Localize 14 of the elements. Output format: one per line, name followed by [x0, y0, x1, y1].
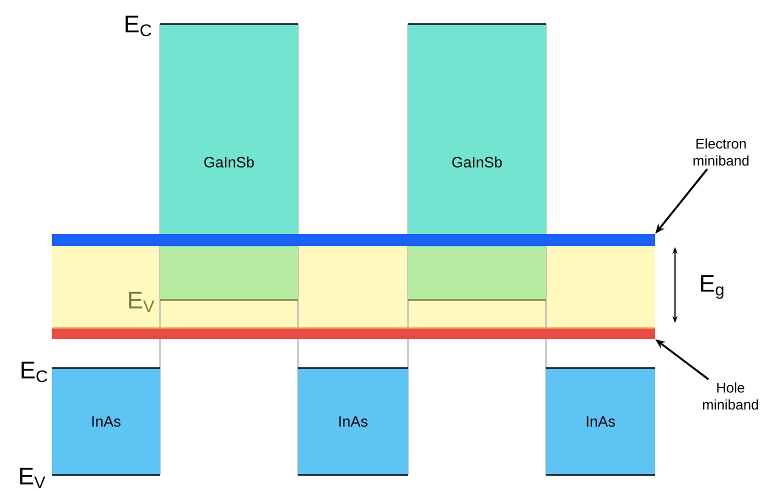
energy-label: E$_{V}$ [20, 468, 46, 488]
energy-label: E$_{V}$ [129, 292, 154, 312]
miniband-bar [52, 234, 655, 246]
miniband-bar [52, 328, 655, 339]
energy-label: E$_{C}$ [22, 362, 48, 382]
callout-text: Electron miniband [694, 138, 748, 166]
band-box: InAs [546, 368, 655, 475]
band-box: GaInSb [160, 24, 298, 300]
callout-text: Hole miniband [703, 382, 758, 410]
energy-label: E$_{g}$ [701, 275, 724, 299]
band-box: InAs [298, 368, 408, 475]
band-box: InAs [52, 368, 160, 475]
band-box: GaInSb [408, 24, 546, 300]
energy-label: E$_{C}$ [126, 16, 152, 36]
